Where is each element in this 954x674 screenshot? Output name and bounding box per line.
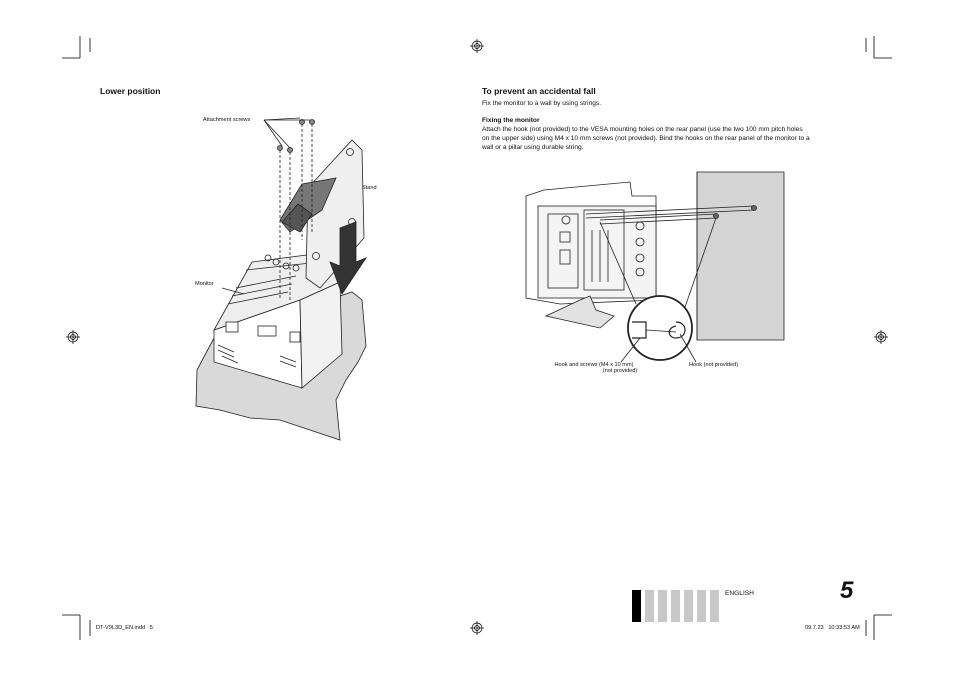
file-info: DT-V9L3D_EN.indd 5 bbox=[96, 625, 153, 631]
gray-bar bbox=[645, 590, 654, 622]
attachment-screws-label: Attachment screws bbox=[203, 117, 251, 123]
stand-label: Stand bbox=[362, 185, 377, 191]
body-line-2: on the upper side) using M4 x 10 mm scre… bbox=[482, 135, 810, 142]
body-line-3: wall or a pillar using durable string. bbox=[482, 144, 584, 151]
lower-position-heading: Lower position bbox=[100, 86, 161, 96]
timestamp: 09.7.23 10:33:53 AM bbox=[805, 625, 860, 631]
hook-screws-label: Hook and screws (M4 x 10 mm) (not provid… bbox=[540, 362, 648, 374]
registration-mark bbox=[66, 39, 888, 635]
hook-screws-label-line1: Hook and screws (M4 x 10 mm) bbox=[554, 362, 634, 368]
hook-label: Hook (not provided) bbox=[689, 362, 739, 368]
hook-screws-label-line2: (not provided) bbox=[602, 368, 638, 374]
body-line-1: Attach the hook (not provided) to the VE… bbox=[482, 126, 803, 133]
page-number: 5 bbox=[840, 577, 854, 604]
language-label: ENGLISH bbox=[725, 590, 754, 597]
prevent-fall-heading: To prevent an accidental fall bbox=[482, 86, 596, 96]
black-bar bbox=[632, 590, 641, 622]
gray-bar bbox=[671, 590, 680, 622]
intro-text: Fix the monitor to a wall by using strin… bbox=[482, 100, 602, 107]
monitor-label: Monitor bbox=[195, 281, 214, 287]
gray-bar bbox=[658, 590, 667, 622]
gray-bar bbox=[697, 590, 706, 622]
gray-bar bbox=[710, 590, 719, 622]
gray-bar bbox=[684, 590, 693, 622]
fixing-monitor-subheading: Fixing the monitor bbox=[482, 117, 540, 124]
language-tab-bars bbox=[632, 590, 724, 622]
